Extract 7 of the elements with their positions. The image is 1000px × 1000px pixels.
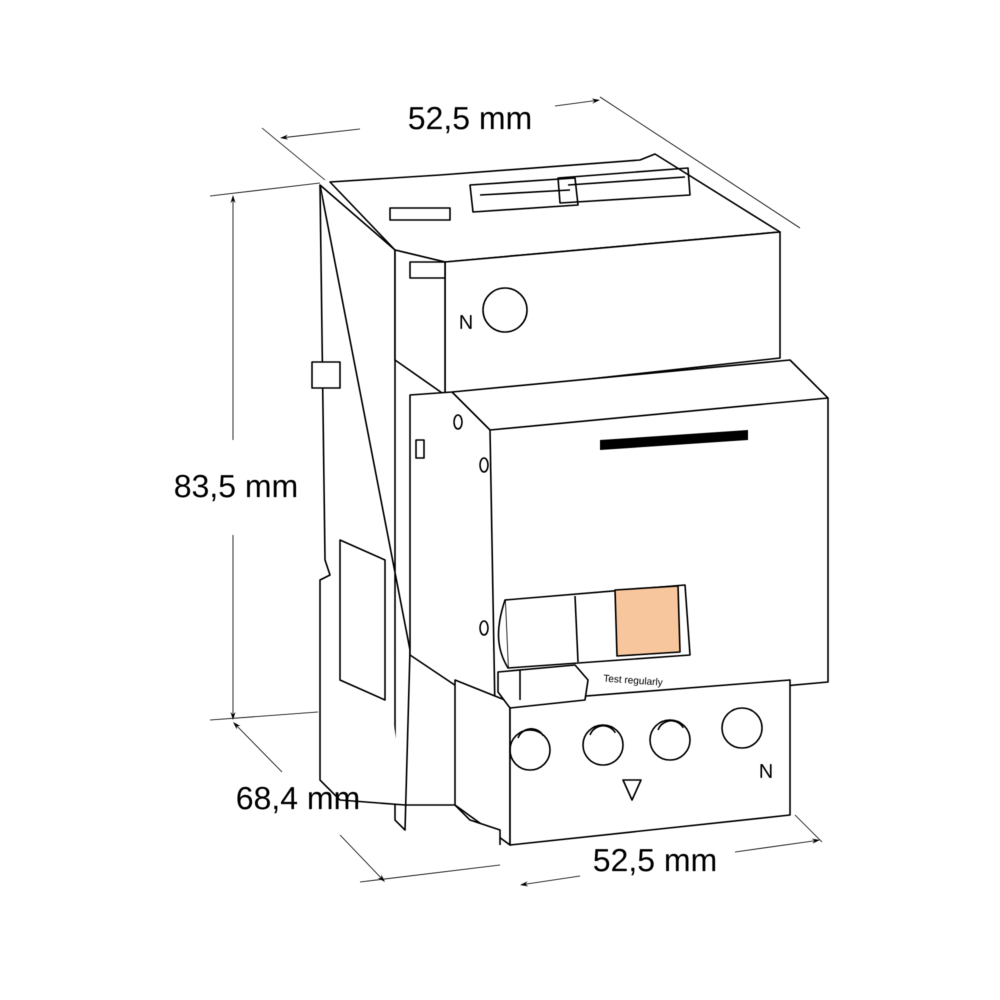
terminal-label: N xyxy=(760,764,772,778)
dimension-label: 68,4 mm xyxy=(237,786,358,814)
dimension-label: 52,5 mm xyxy=(594,848,716,876)
dimension-label: 83,5 mm xyxy=(175,474,296,502)
terminal-label: N xyxy=(460,315,472,329)
marking-text: Test regularly xyxy=(604,674,663,688)
dimension-label: 52,5 mm xyxy=(409,106,530,134)
